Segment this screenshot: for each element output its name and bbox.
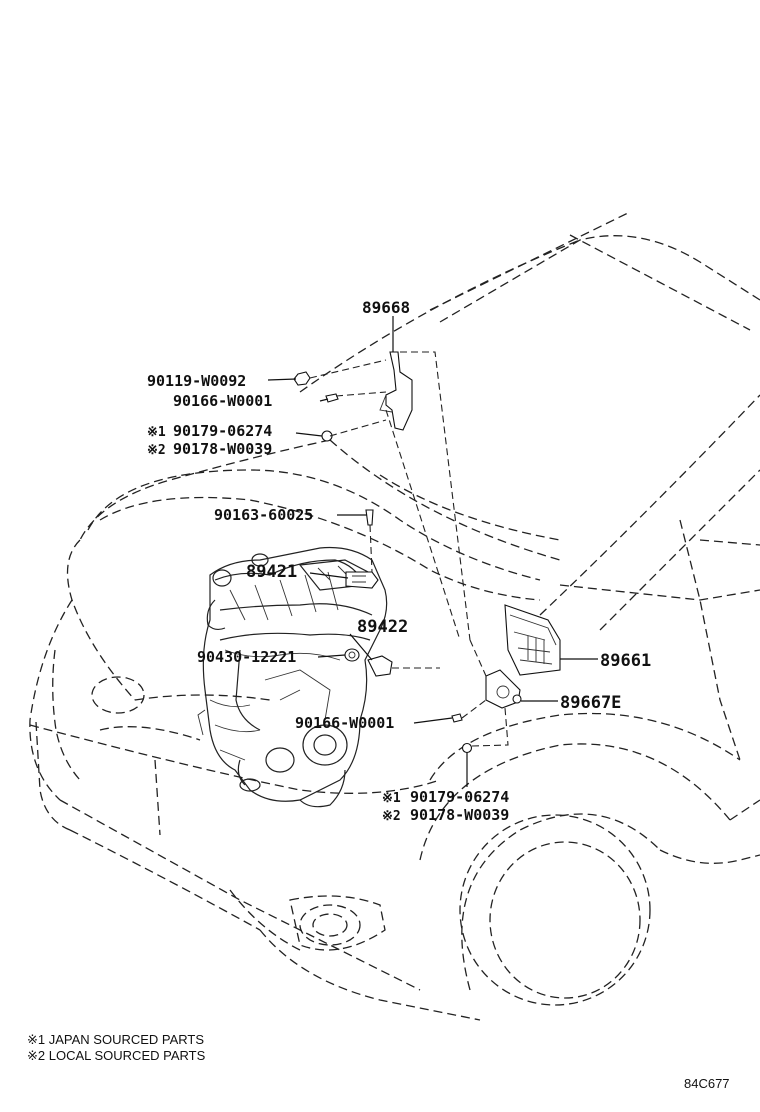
label-90178-w0039-bottom: 90178-W0039: [410, 806, 509, 824]
label-90163-60025: 90163-60025: [214, 506, 313, 524]
bolt-90166-w0001-top: [325, 393, 339, 403]
label-89422: 89422: [357, 617, 408, 637]
label-89668: 89668: [362, 298, 410, 317]
car-body-outline: [29, 211, 760, 1021]
bolt-90166-w0001-bottom: [451, 713, 463, 723]
legend-note-local: ※2 LOCAL SOURCED PARTS: [27, 1048, 206, 1063]
label-90430-12221: 90430-12221: [197, 648, 296, 666]
gasket-90430-12221: [344, 648, 360, 662]
label-90166-w0001-bottom: 90166-W0001: [295, 714, 394, 732]
installation-lines: [309, 351, 509, 747]
ecu-89661: [504, 604, 561, 676]
label-90119-w0092: 90119-W0092: [147, 372, 246, 390]
label-90166-w0001-top: 90166-W0001: [173, 392, 272, 410]
label-89421: 89421: [246, 562, 297, 582]
mark-1-top: ※1: [147, 425, 166, 440]
label-89667e: 89667E: [560, 693, 621, 713]
bracket-89668: [385, 351, 413, 431]
label-90179-06274-top: 90179-06274: [173, 422, 272, 440]
engine-assembly: [197, 546, 388, 808]
label-90179-06274-bottom: 90179-06274: [410, 788, 509, 806]
mark-2-bottom: ※2: [382, 809, 401, 824]
bolt-90163-60025: [365, 509, 374, 526]
sensor-89421: [345, 571, 379, 589]
mark-2-top: ※2: [147, 443, 166, 458]
leader-lines: [267, 316, 598, 787]
part-labels: 89668 90119-W0092 90166-W0001 ※1 90179-0…: [147, 298, 651, 824]
legend-note-japan: ※1 JAPAN SOURCED PARTS: [27, 1032, 204, 1047]
nut-90179-bottom: [461, 742, 473, 754]
figure-code: 84C677: [684, 1076, 730, 1091]
label-89661: 89661: [600, 651, 651, 671]
nut-90119-w0092: [293, 371, 311, 386]
mark-1-bottom: ※1: [382, 791, 401, 806]
small-parts: [293, 351, 561, 754]
label-90178-w0039-top: 90178-W0039: [173, 440, 272, 458]
legend: ※1 JAPAN SOURCED PARTS ※2 LOCAL SOURCED …: [27, 1032, 206, 1063]
sensor-89422: [367, 655, 393, 677]
